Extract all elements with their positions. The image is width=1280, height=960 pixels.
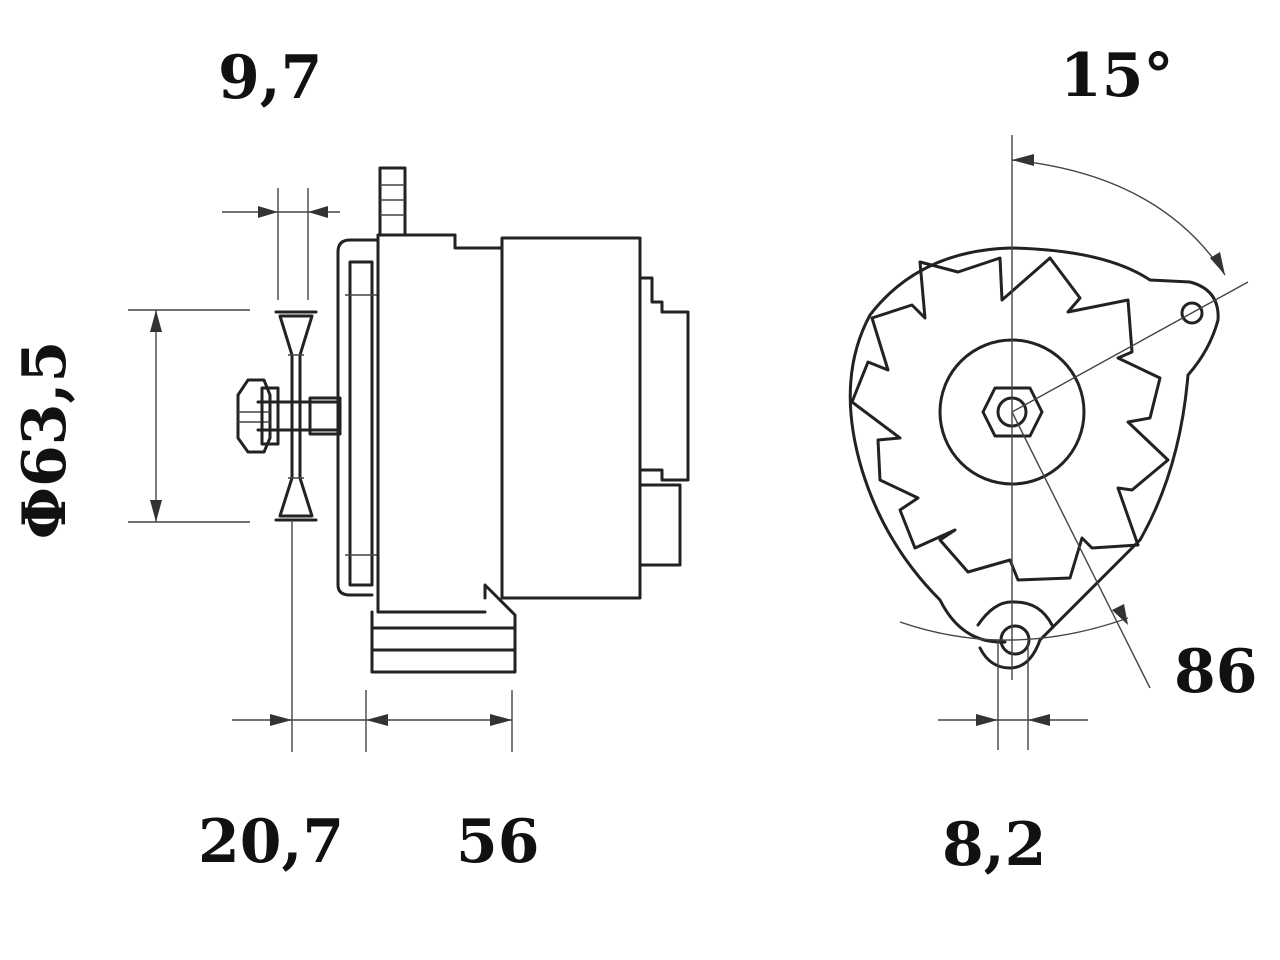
fan-blades bbox=[850, 256, 1170, 582]
alternator-side-view bbox=[236, 166, 690, 674]
v-pulley bbox=[278, 314, 314, 518]
front-housing-outline bbox=[848, 246, 1220, 670]
front-view-dimension-lines bbox=[899, 135, 1249, 750]
dimension-label-pulley-offset: 9,7 bbox=[218, 43, 323, 113]
front-housing bbox=[336, 233, 504, 254]
terminal-tab bbox=[378, 166, 407, 237]
side-view-dimension-lines bbox=[128, 188, 513, 752]
alternator-front-view bbox=[848, 246, 1220, 670]
dimension-label-mount-radius: 86 bbox=[1174, 637, 1258, 707]
dimension-label-pulley-to-flange: 20,7 bbox=[198, 807, 345, 877]
dimension-label-hole-offset: 8,2 bbox=[942, 810, 1047, 880]
mount-hole-top bbox=[1180, 301, 1204, 325]
mounting-foot bbox=[370, 583, 517, 674]
dimension-label-pulley-diameter: Φ63,5 bbox=[10, 340, 80, 540]
rear-body bbox=[500, 236, 642, 600]
dimension-label-mount-angle: 15° bbox=[1060, 41, 1174, 111]
shaft-nut bbox=[236, 378, 272, 454]
dimension-label-body-length: 56 bbox=[456, 807, 540, 877]
regulator-box bbox=[638, 276, 690, 482]
center-nut bbox=[981, 386, 1044, 438]
